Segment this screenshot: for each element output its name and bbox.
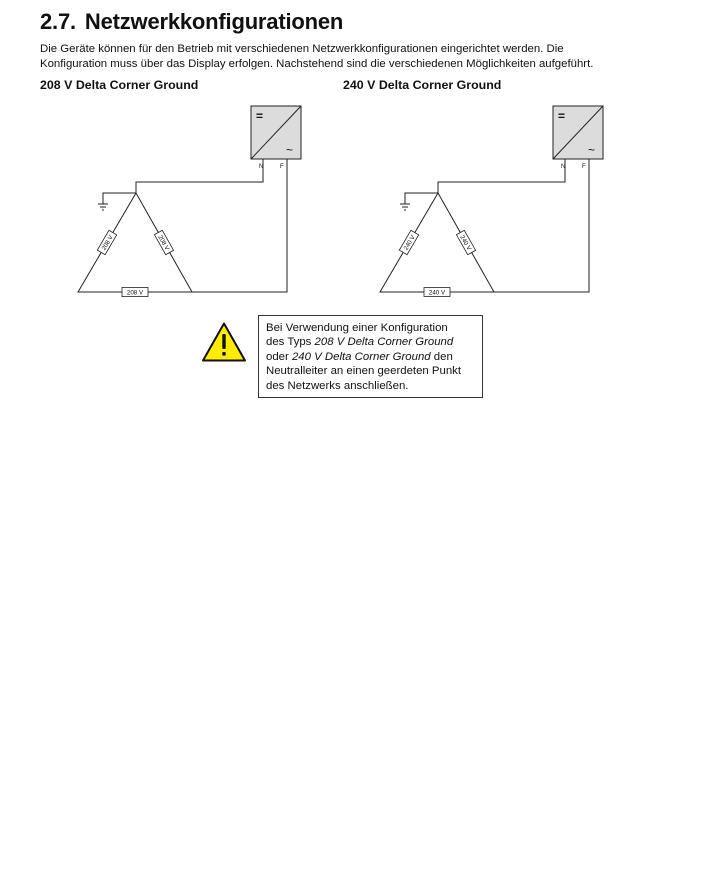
- section-title: Netzwerkkonfigurationen: [84, 9, 344, 34]
- inverter-box: = ~: [552, 105, 604, 160]
- diagram-title-240v: 240 V Delta Corner Ground: [343, 78, 502, 92]
- terminal-n-label: N: [259, 164, 263, 170]
- terminal-f-label: F: [582, 164, 586, 170]
- wiring: [404, 159, 590, 293]
- diagram-208v: = ~ N F 208 V 208 V 208 V: [77, 105, 302, 297]
- svg-text:208 V: 208 V: [127, 289, 144, 296]
- delta-triangle: [379, 191, 495, 293]
- section-heading: 2.7. Netzwerkkonfigurationen: [40, 9, 343, 35]
- intro-line-1: Die Geräte können für den Betrieb mit ve…: [40, 43, 564, 55]
- inverter-box: = ~: [250, 105, 302, 160]
- intro-line-2: Konfiguration muss über das Display erfo…: [40, 57, 594, 70]
- delta-triangle: [77, 191, 193, 293]
- dc-symbol: =: [256, 109, 263, 123]
- terminal-f-label: F: [280, 164, 284, 170]
- notice-line-2: des Typs 208 V Delta Corner Ground: [266, 336, 454, 349]
- label-right-leg: 208 V: [153, 229, 175, 256]
- notice-line-3: oder 240 V Delta Corner Ground den: [266, 350, 453, 363]
- notice-line-5: des Netzwerks anschließen.: [266, 379, 409, 392]
- label-left-leg: 208 V: [96, 229, 118, 256]
- wiring: [102, 159, 288, 293]
- svg-text:240 V: 240 V: [429, 289, 446, 296]
- label-base-leg: 240 V: [423, 287, 451, 297]
- dc-symbol: =: [558, 109, 565, 123]
- notice-box: Bei Verwendung einer Konfiguration des T…: [258, 315, 483, 399]
- notice-line-1: Bei Verwendung einer Konfiguration: [266, 322, 448, 334]
- intro-paragraph: Die Geräte können für den Betrieb mit ve…: [40, 42, 700, 71]
- diagram-title-208v: 208 V Delta Corner Ground: [40, 78, 199, 92]
- ac-symbol: ~: [588, 143, 595, 157]
- terminal-n-label: N: [561, 164, 565, 170]
- ac-symbol: ~: [286, 143, 293, 157]
- label-right-leg: 240 V: [455, 229, 477, 256]
- label-base-leg: 208 V: [121, 287, 149, 297]
- notice-line-4: Neutralleiter an einen geerdeten Punkt: [266, 365, 462, 378]
- label-left-leg: 240 V: [398, 229, 420, 256]
- diagram-240v: = ~ N F 240 V 240 V 240 V: [379, 105, 604, 297]
- section-number: 2.7.: [40, 9, 76, 34]
- ground-icon: [400, 203, 410, 211]
- ground-icon: [98, 203, 108, 211]
- warning-triangle-icon: [202, 322, 246, 362]
